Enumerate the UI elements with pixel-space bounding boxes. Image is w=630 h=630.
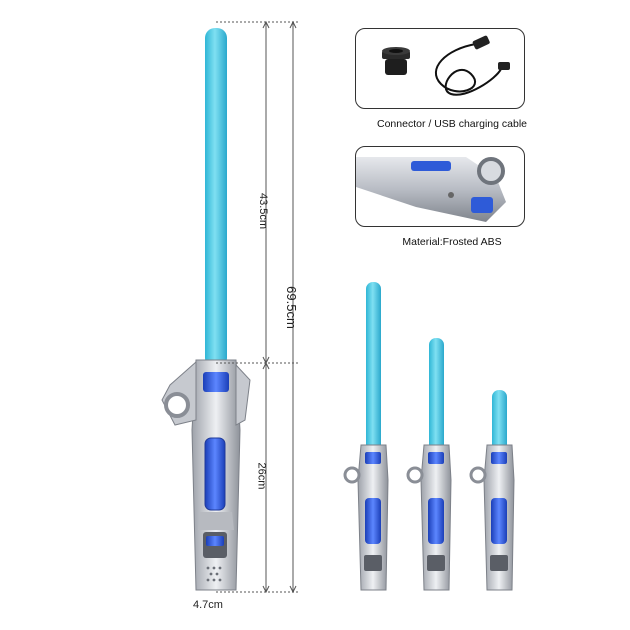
main-handle bbox=[161, 359, 251, 591]
variant-saber-long bbox=[343, 282, 389, 591]
width-label: 4.7cm bbox=[193, 599, 223, 611]
dimension-lines bbox=[216, 20, 300, 594]
main-saber bbox=[161, 28, 251, 591]
main-blade bbox=[205, 28, 227, 368]
connector-caption: Connector / USB charging cable bbox=[377, 118, 527, 130]
connector-cable-inset bbox=[355, 28, 525, 109]
connector-icon bbox=[382, 47, 410, 75]
connector-and-cable-image bbox=[382, 35, 510, 96]
material-closeup-image bbox=[356, 157, 506, 222]
blade-length-label: 43.5cm bbox=[257, 192, 270, 230]
usb-cable-icon bbox=[434, 35, 510, 96]
variant-saber-short bbox=[469, 390, 515, 591]
material-inset bbox=[355, 146, 525, 227]
variant-saber-medium bbox=[406, 338, 452, 591]
total-length-label: 69.5cm bbox=[283, 286, 299, 329]
handle-length-label: 26cm bbox=[255, 462, 268, 490]
material-caption: Material:Frosted ABS bbox=[402, 236, 502, 248]
